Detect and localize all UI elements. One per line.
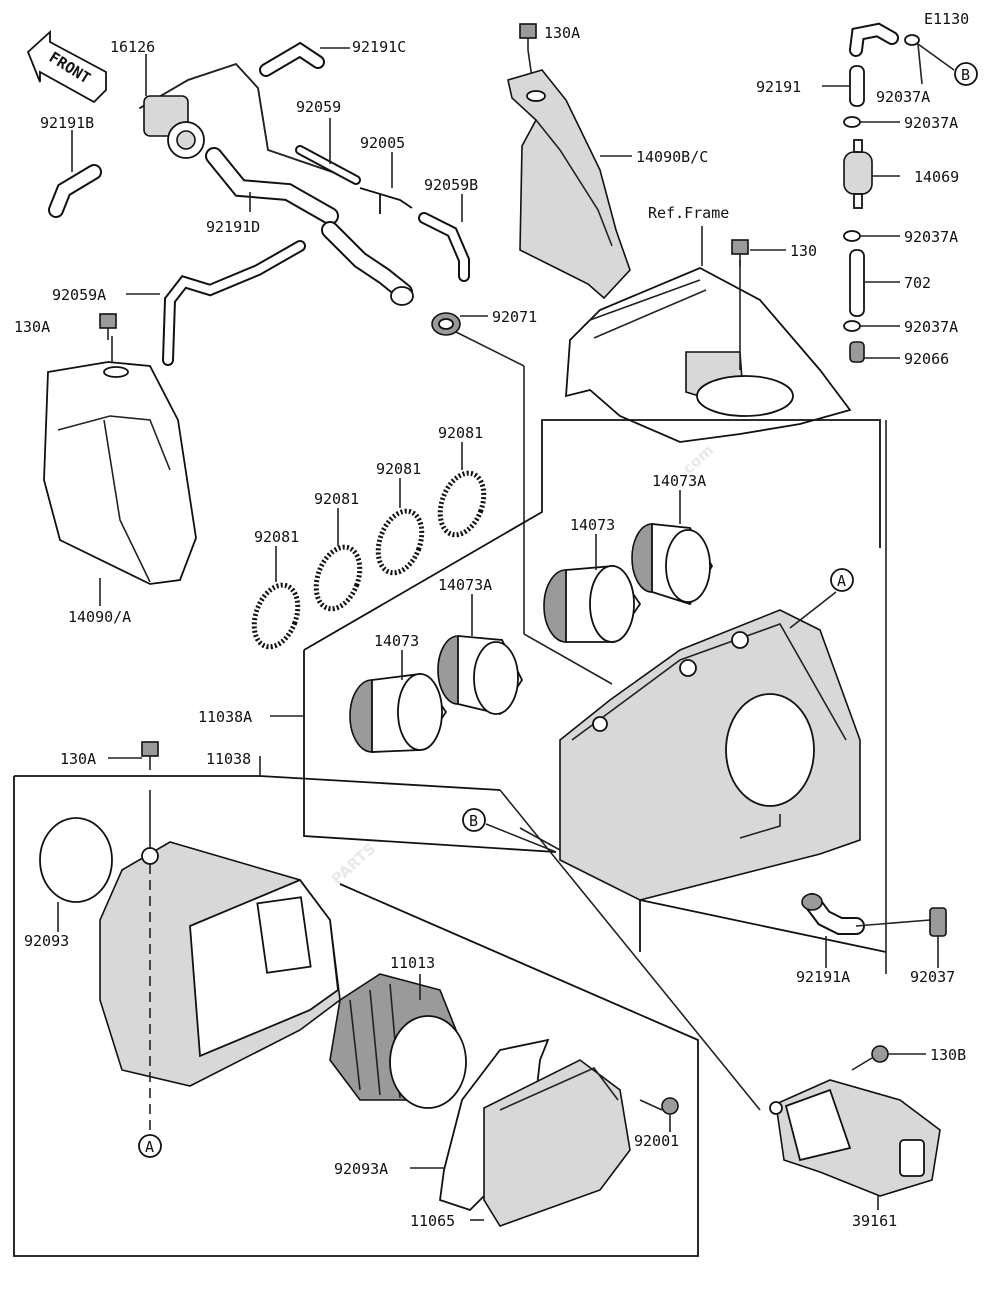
- marker-b-mid-label: B: [469, 812, 478, 830]
- label-130A-left: 130A: [14, 318, 50, 336]
- label-92081-1: 92081: [254, 528, 299, 546]
- label-130A-mid: 130A: [60, 750, 96, 768]
- bolt-130-icon: [731, 239, 786, 266]
- front-arrow-icon: FRONT: [26, 29, 107, 104]
- box-11038: [13, 756, 761, 1257]
- label-92191D: 92191D: [206, 218, 260, 236]
- bolt-130A-left-icon: [99, 313, 117, 340]
- marker-a-top: A: [789, 568, 854, 629]
- label-92191A: 92191A: [796, 968, 850, 986]
- label-ref-frame: Ref.Frame: [648, 204, 729, 222]
- label-92059: 92059: [296, 98, 341, 116]
- label-11038: 11038: [206, 750, 251, 768]
- label-92037A-4: 92037A: [904, 318, 958, 336]
- label-11038A: 11038A: [198, 708, 252, 726]
- springs-92081: [251, 442, 487, 650]
- label-14073A-top: 14073A: [652, 472, 706, 490]
- label-92191: 92191: [756, 78, 801, 96]
- label-130B: 130B: [930, 1046, 966, 1064]
- label-92093A: 92093A: [334, 1160, 388, 1178]
- duct-39161: [769, 1079, 941, 1210]
- label-92001: 92001: [634, 1132, 679, 1150]
- label-92191C: 92191C: [352, 38, 406, 56]
- label-16126: 16126: [110, 38, 155, 56]
- label-92037A-1: 92037A: [876, 88, 930, 106]
- bellows-group: [349, 490, 714, 753]
- label-92093: 92093: [24, 932, 69, 950]
- label-92037A-2: 92037A: [904, 114, 958, 132]
- elbow-92191A-icon: [801, 893, 931, 968]
- o-ring-92093-icon: [39, 817, 113, 932]
- label-92059A: 92059A: [52, 286, 106, 304]
- bolt-130A-top-icon: [519, 23, 537, 93]
- label-14073-mid: 14073: [374, 632, 419, 650]
- label-130: 130: [790, 242, 817, 260]
- label-14090BC: 14090B/C: [636, 148, 708, 166]
- label-130A-top: 130A: [544, 24, 580, 42]
- label-92066: 92066: [904, 350, 949, 368]
- label-92059B: 92059B: [424, 176, 478, 194]
- label-92081-3: 92081: [376, 460, 421, 478]
- marker-b-mid: B: [462, 808, 557, 853]
- part-labels: 16126 92191C 92191B 92059 92005 92059B 9…: [14, 24, 966, 1230]
- marker-a-top-label: A: [837, 572, 846, 590]
- diagram-code: E1130: [924, 10, 969, 28]
- label-92037A-3: 92037A: [904, 228, 958, 246]
- label-702: 702: [904, 274, 931, 292]
- leaders-top-left: [71, 47, 463, 295]
- reference-frame: [565, 226, 852, 443]
- cover-11065: [410, 1038, 631, 1227]
- label-14073A-mid: 14073A: [438, 576, 492, 594]
- label-92081-4: 92081: [438, 424, 483, 442]
- marker-a-bottom: A: [138, 1134, 162, 1158]
- label-14073-top: 14073: [570, 516, 615, 534]
- label-92081-2: 92081: [314, 490, 359, 508]
- bracket-14090BC: [507, 69, 632, 300]
- label-92037: 92037: [910, 968, 955, 986]
- grommet-92071-icon: [431, 312, 613, 685]
- label-39161: 39161: [852, 1212, 897, 1230]
- marker-b-top: B: [954, 62, 978, 86]
- marker-b-top-label: B: [961, 66, 970, 84]
- label-11013: 11013: [390, 954, 435, 972]
- filter-element-11013: [329, 973, 467, 1109]
- marker-a-bottom-label: A: [145, 1138, 154, 1156]
- case-lower: [99, 790, 341, 1140]
- fuel-filter-column: [822, 22, 955, 363]
- cover-14090A: [43, 336, 197, 606]
- watermark-main: PARTS: [328, 839, 380, 888]
- screw-92001-icon: [639, 1097, 679, 1132]
- case-upper: [519, 609, 861, 901]
- hose-group-top-left: [48, 41, 470, 366]
- label-14069: 14069: [914, 168, 959, 186]
- bolt-130B-icon: [851, 1045, 926, 1071]
- label-11065: 11065: [410, 1212, 455, 1230]
- label-92071: 92071: [492, 308, 537, 326]
- bolt-130A-mid-icon: [108, 741, 159, 770]
- clamp-92037-icon: [929, 907, 947, 968]
- label-14090A: 14090/A: [68, 608, 131, 626]
- label-92005: 92005: [360, 134, 405, 152]
- label-92191B: 92191B: [40, 114, 94, 132]
